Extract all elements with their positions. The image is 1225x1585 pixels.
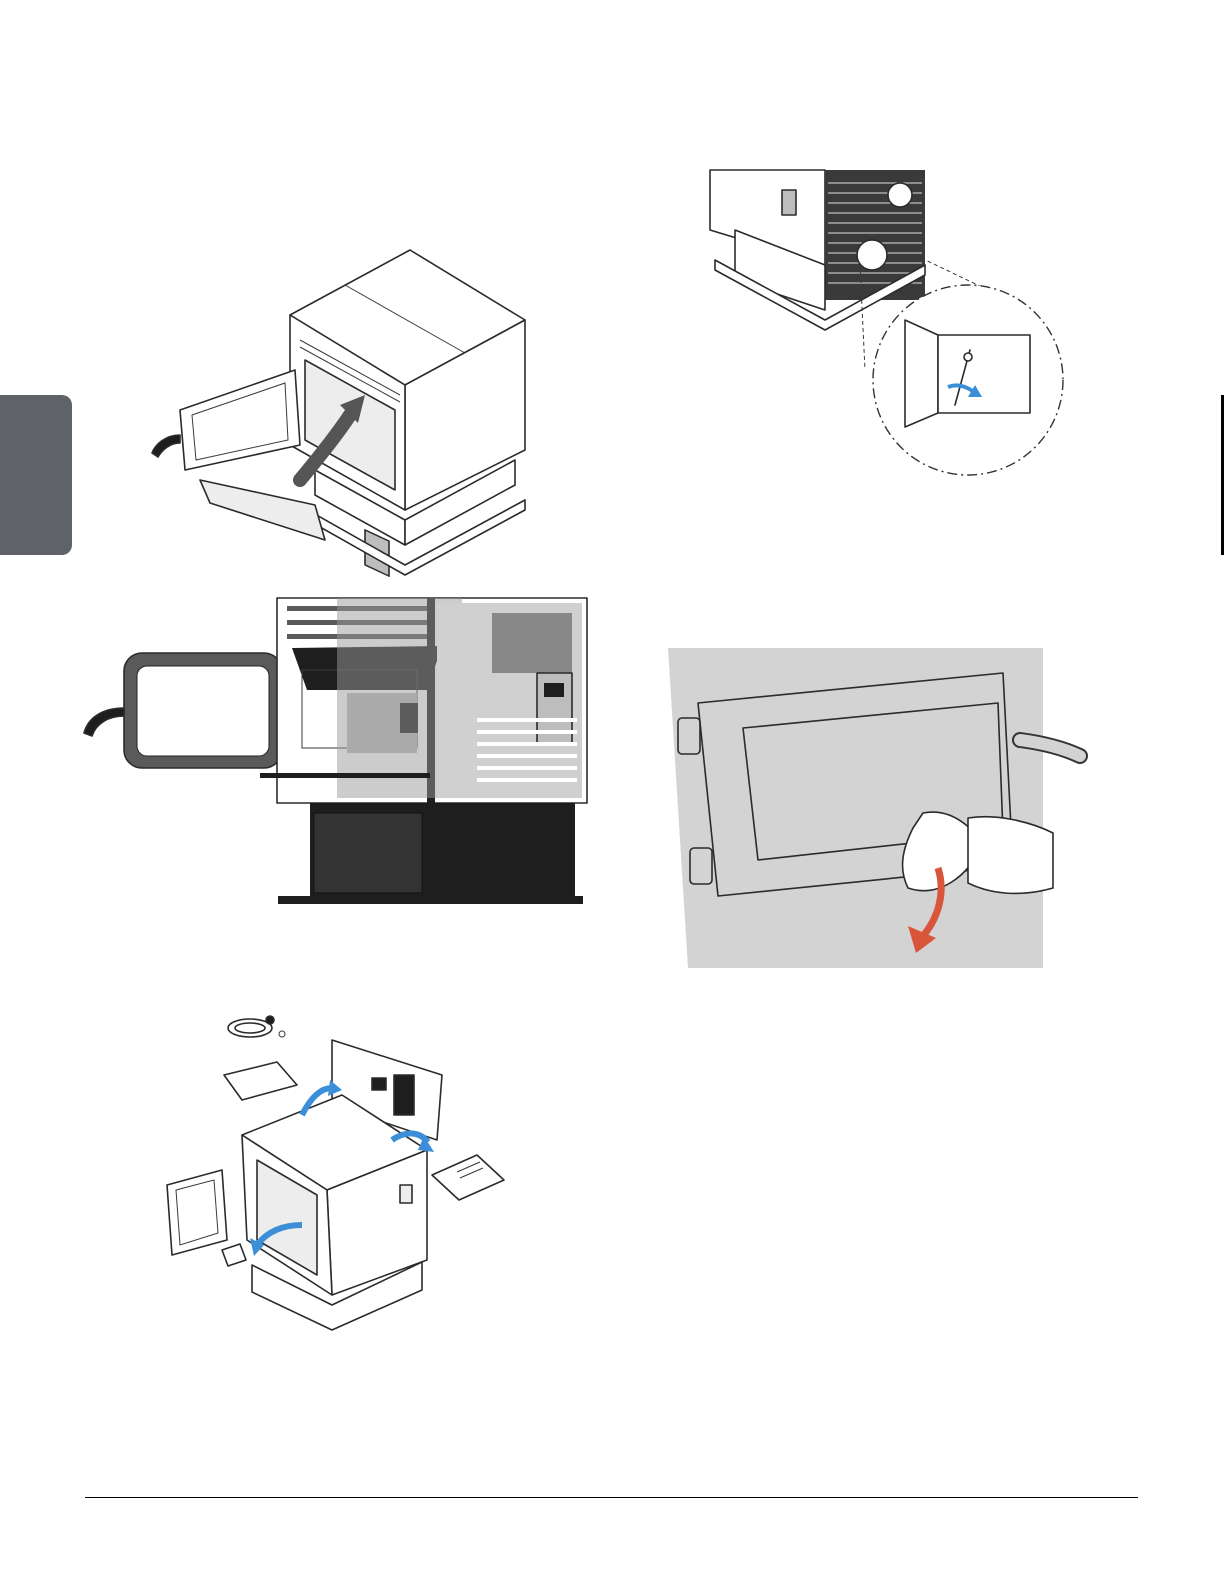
stove-front-open-door-illustration bbox=[140, 245, 540, 580]
glass-door-cleaning-illustration bbox=[668, 648, 1098, 968]
stove-unpacking-components-illustration bbox=[162, 1000, 512, 1330]
chapter-tab bbox=[0, 395, 72, 555]
stove-rear-damper-detail-illustration bbox=[690, 165, 1070, 480]
stove-cutaway-interior-illustration bbox=[82, 598, 597, 916]
footer-rule bbox=[85, 1497, 1138, 1498]
margin-rule bbox=[1221, 395, 1224, 555]
